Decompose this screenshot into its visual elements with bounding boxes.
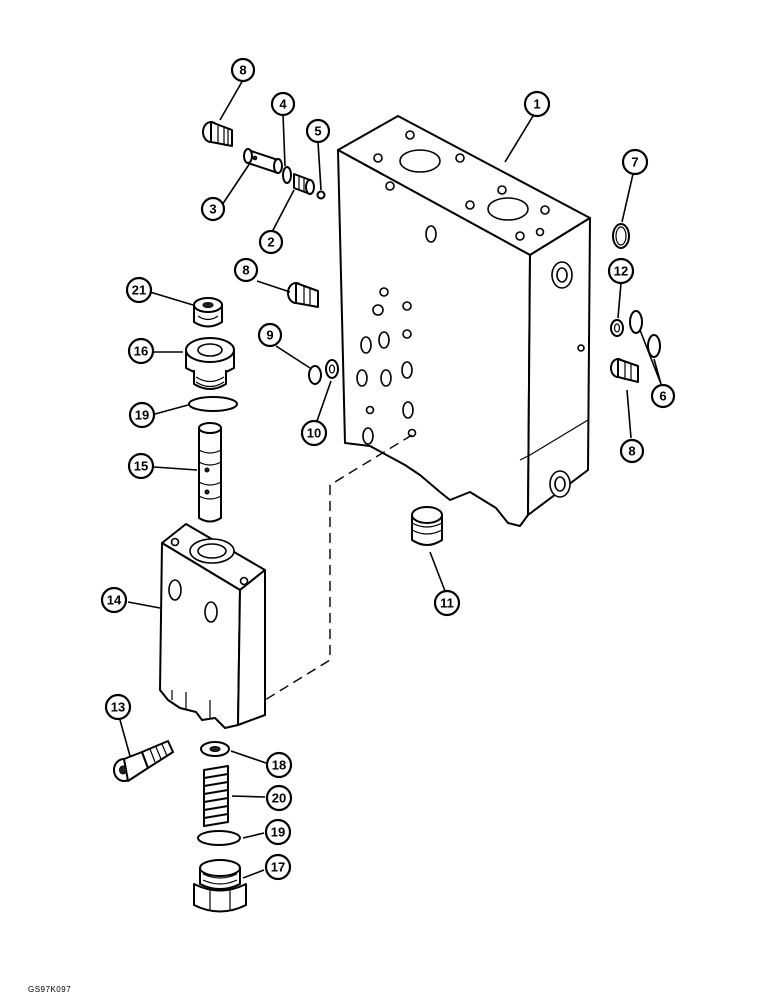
callout: 19 <box>128 401 156 429</box>
bolt-part <box>113 740 174 782</box>
reference-code: GS97K097 <box>28 985 72 994</box>
callout: 6 <box>650 383 676 409</box>
callout-label: 8 <box>628 444 635 459</box>
callout-label: 20 <box>272 791 286 806</box>
callout: 8 <box>233 257 259 283</box>
callout-label: 8 <box>239 63 246 78</box>
callout: 16 <box>127 337 155 365</box>
callout-label: 12 <box>614 264 628 279</box>
callout: 9 <box>257 322 283 348</box>
callout-label: 19 <box>135 408 149 423</box>
callout-label: 9 <box>266 328 273 343</box>
plug-part <box>193 297 223 328</box>
plug-part <box>411 506 443 546</box>
relief-valve-block-part <box>159 523 266 729</box>
callout: 7 <box>621 148 649 176</box>
callout-label: 6 <box>659 389 666 404</box>
leader-lines <box>119 79 662 879</box>
callout-label: 2 <box>267 235 274 250</box>
callout: 15 <box>127 452 155 480</box>
callout: 17 <box>264 853 292 881</box>
plug-part <box>610 358 639 383</box>
cap-part <box>193 859 247 913</box>
callout: 13 <box>104 693 132 721</box>
plug-part <box>610 319 624 337</box>
o-ring-part <box>197 830 241 846</box>
callout-label: 3 <box>209 202 216 217</box>
callout-label: 10 <box>307 426 321 441</box>
callout-label: 8 <box>242 263 249 278</box>
callout: 5 <box>305 118 331 144</box>
callout-label: 11 <box>440 596 454 611</box>
callout-label: 1 <box>533 97 540 112</box>
callout: 19 <box>264 818 292 846</box>
callout-label: 19 <box>271 825 285 840</box>
callout: 10 <box>300 419 328 447</box>
o-ring-part <box>188 396 238 412</box>
o-ring-part <box>308 365 322 385</box>
spring-part <box>203 765 229 827</box>
callout-label: 4 <box>279 97 287 112</box>
callout-label: 5 <box>314 124 321 139</box>
callout: 4 <box>270 91 296 117</box>
washer-part <box>200 741 230 757</box>
ball-part <box>316 190 326 200</box>
plug-part <box>287 282 319 308</box>
callout-label: 17 <box>271 860 285 875</box>
spool-part <box>243 148 283 174</box>
callout: 8 <box>619 438 645 464</box>
valve-block-part <box>337 115 591 527</box>
plug-part <box>325 359 339 379</box>
callout: 12 <box>607 257 635 285</box>
o-ring-part <box>282 166 292 184</box>
callout: 1 <box>523 90 551 118</box>
callout-label: 13 <box>111 700 125 715</box>
callout: 11 <box>433 589 461 617</box>
callout: 14 <box>100 586 128 614</box>
callout: 18 <box>265 751 293 779</box>
callout-label: 14 <box>107 593 122 608</box>
o-ring-part <box>612 223 630 249</box>
callout: 2 <box>258 229 284 255</box>
callout-label: 16 <box>134 344 148 359</box>
callout-label: 7 <box>631 155 638 170</box>
callout: 20 <box>265 784 293 812</box>
plug-part <box>202 121 233 147</box>
callout-label: 15 <box>134 459 148 474</box>
o-ring-part <box>647 334 661 358</box>
poppet-part <box>293 173 315 195</box>
callout: 21 <box>125 276 153 304</box>
callout-group: 8 4 5 1 3 2 7 21 8 12 16 9 19 10 6 8 15 … <box>100 57 676 881</box>
o-ring-part <box>629 310 643 334</box>
callout: 3 <box>200 196 226 222</box>
callout-label: 18 <box>272 758 286 773</box>
callout-label: 21 <box>132 283 146 298</box>
callout: 8 <box>230 57 256 83</box>
fitting-part <box>185 337 235 390</box>
spool-part <box>198 422 222 523</box>
